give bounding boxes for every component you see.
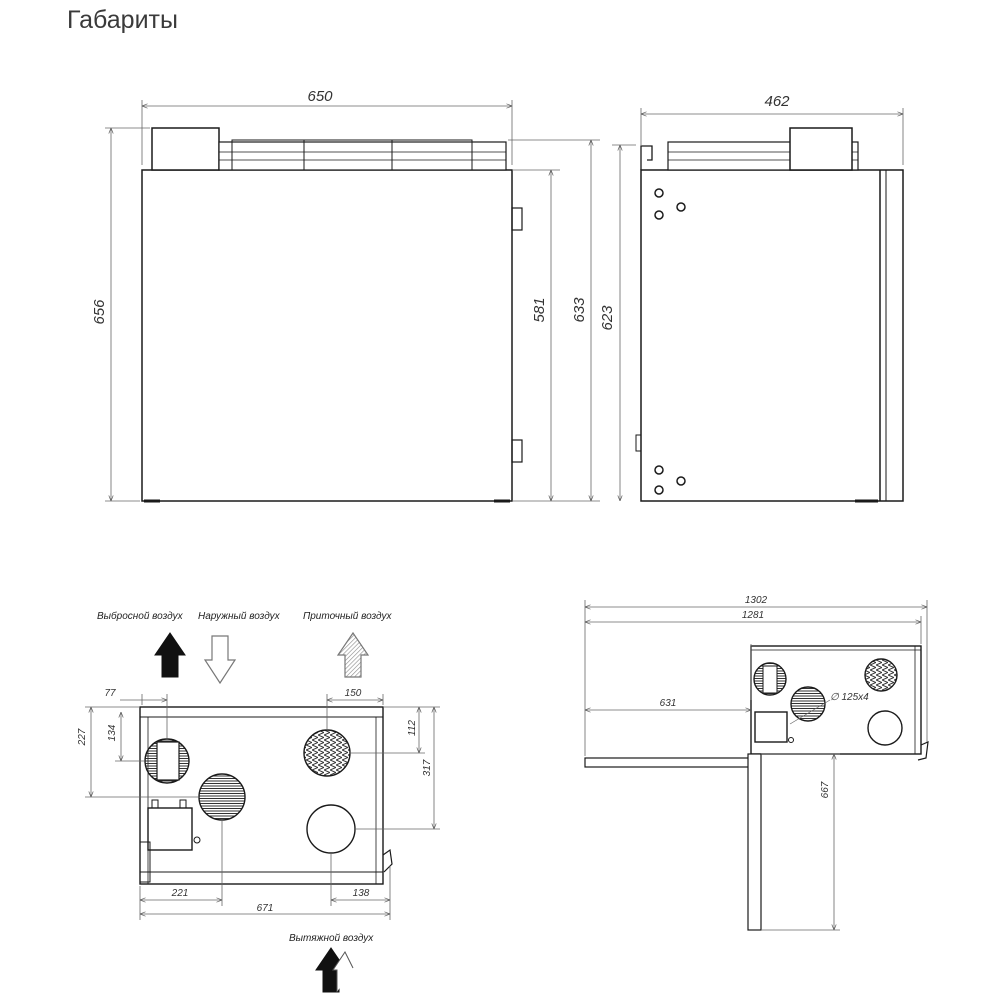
front-dimensions <box>105 100 600 502</box>
plan-control-box <box>754 711 788 743</box>
front-side-stub-bottom <box>511 439 523 463</box>
label-exhaust-air: Выбросной воздух <box>97 610 184 622</box>
dim-138: 138 <box>353 888 370 899</box>
plan-wall-rail <box>584 757 752 768</box>
dim-581: 581 <box>531 297 548 322</box>
side-body <box>640 169 904 502</box>
dim-227: 227 <box>77 728 88 746</box>
dim-462: 462 <box>764 93 790 110</box>
arrow-outdoor-icon <box>203 635 237 685</box>
rear-control-box <box>147 807 193 851</box>
front-body <box>141 169 513 502</box>
plan-port-3 <box>864 658 898 692</box>
label-supply-air: Приточный воздух <box>303 611 392 622</box>
plan-port-2 <box>790 686 826 722</box>
arrow-exhaust-icon <box>154 632 186 678</box>
dim-77: 77 <box>104 688 116 699</box>
dim-112: 112 <box>407 720 418 736</box>
rear-port-extract <box>306 804 356 854</box>
dim-623: 623 <box>599 305 616 331</box>
page-title: Габариты <box>67 6 178 34</box>
dim-134: 134 <box>107 724 118 741</box>
rear-body <box>139 706 384 885</box>
dim-631: 631 <box>660 698 677 709</box>
plan-wall-post <box>747 753 762 931</box>
label-outdoor-air: Наружный воздух <box>198 611 281 622</box>
duct-diameter-label: ∅ 125x4 <box>830 692 869 703</box>
dim-1281: 1281 <box>742 610 764 621</box>
rear-view <box>139 706 393 885</box>
side-view <box>635 127 904 503</box>
dim-656: 656 <box>91 299 108 325</box>
plan-port-4 <box>867 710 903 746</box>
arrow-supply-icon <box>336 631 370 678</box>
dim-1302: 1302 <box>745 595 768 606</box>
rear-dimensions <box>85 694 440 920</box>
dim-150: 150 <box>345 688 362 699</box>
side-dimensions <box>612 108 904 501</box>
dim-221: 221 <box>171 888 189 899</box>
dim-667: 667 <box>820 781 831 798</box>
dim-633: 633 <box>571 297 588 323</box>
dim-671: 671 <box>257 903 274 914</box>
side-top-box <box>789 127 853 171</box>
rear-port-supply <box>303 729 351 777</box>
front-side-stub-top <box>511 207 523 231</box>
front-top-rail <box>218 141 507 171</box>
dim-317: 317 <box>422 759 433 776</box>
rear-port-outdoor <box>198 773 246 821</box>
front-view <box>141 127 523 503</box>
label-extract-air: Вытяжной воздух <box>289 933 374 944</box>
plan-view <box>584 645 929 931</box>
plan-dimensions <box>584 600 928 931</box>
front-top-box <box>151 127 220 171</box>
dim-650: 650 <box>307 88 333 105</box>
